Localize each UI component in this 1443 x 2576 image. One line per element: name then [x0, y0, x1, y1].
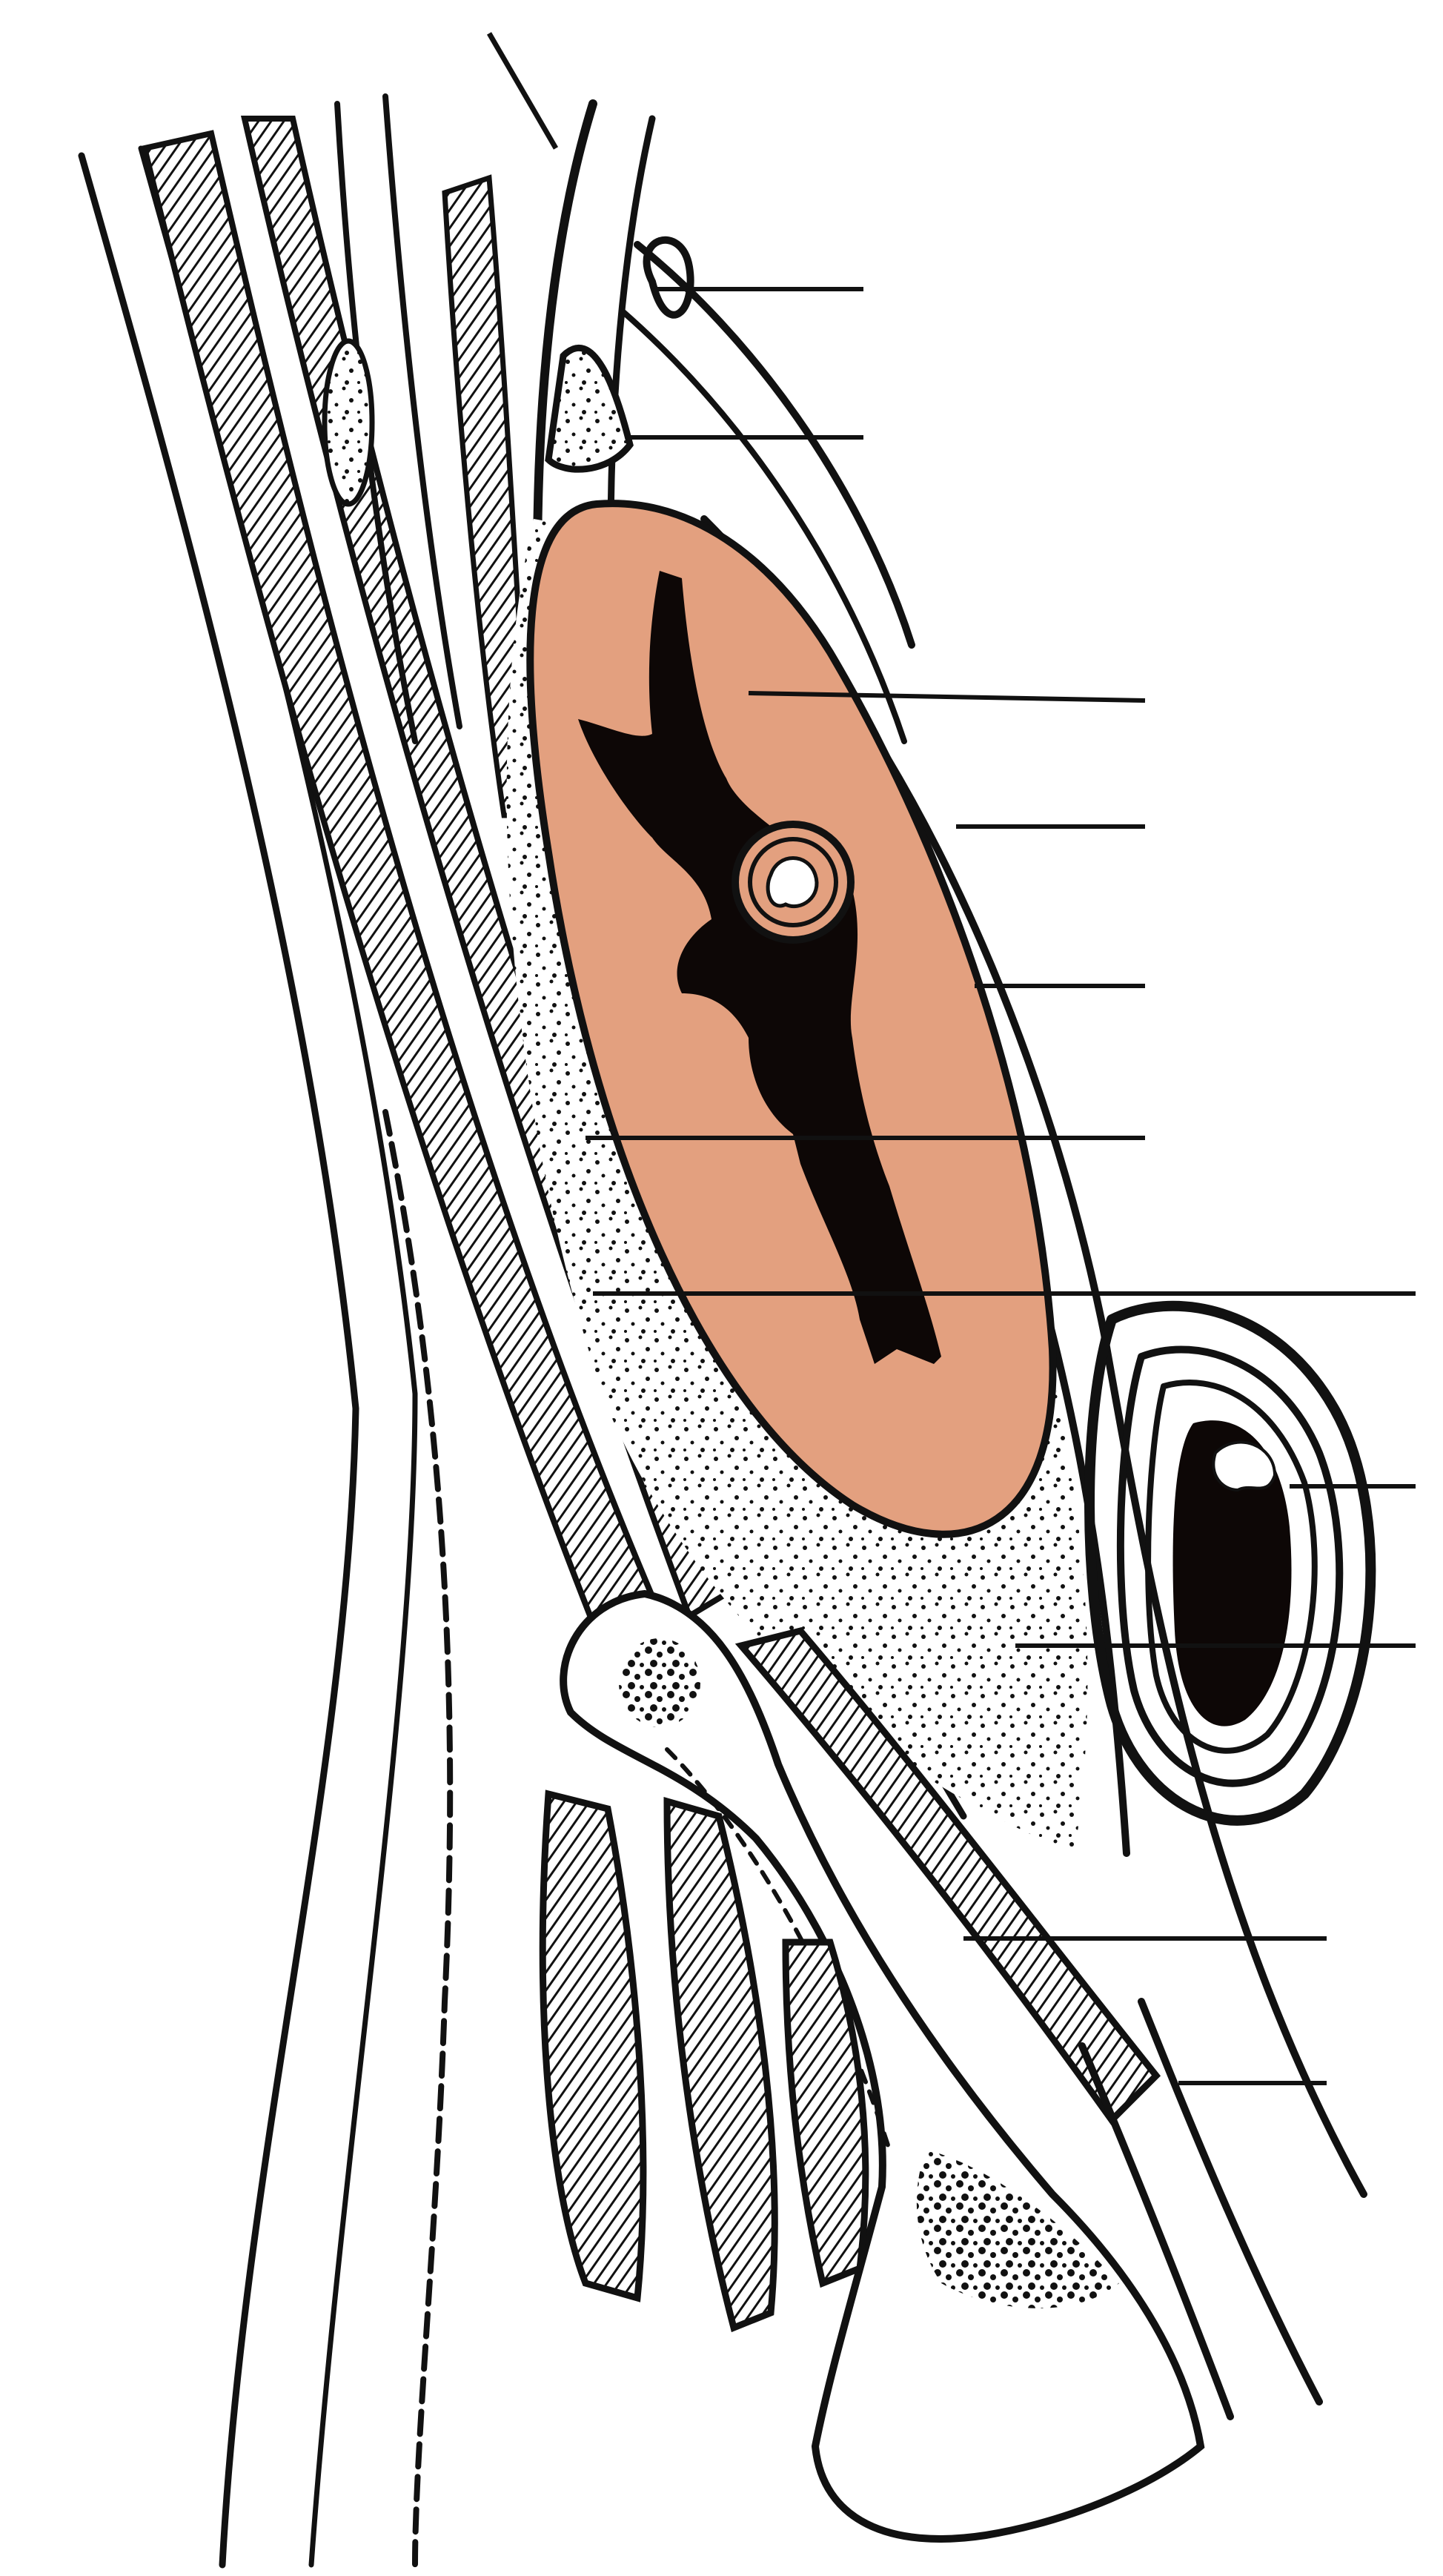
bone: [560, 1589, 1205, 2543]
leader-line: [748, 691, 1146, 703]
leader-lines: [486, 32, 1416, 2085]
dark-core: [1172, 1420, 1292, 1726]
lower-muscles: [539, 1626, 1323, 2420]
leader-line: [486, 32, 559, 150]
vessel-bundle: [1084, 1300, 1376, 1826]
dark-lumen: [578, 571, 941, 1364]
central-organ: [526, 500, 1057, 1538]
